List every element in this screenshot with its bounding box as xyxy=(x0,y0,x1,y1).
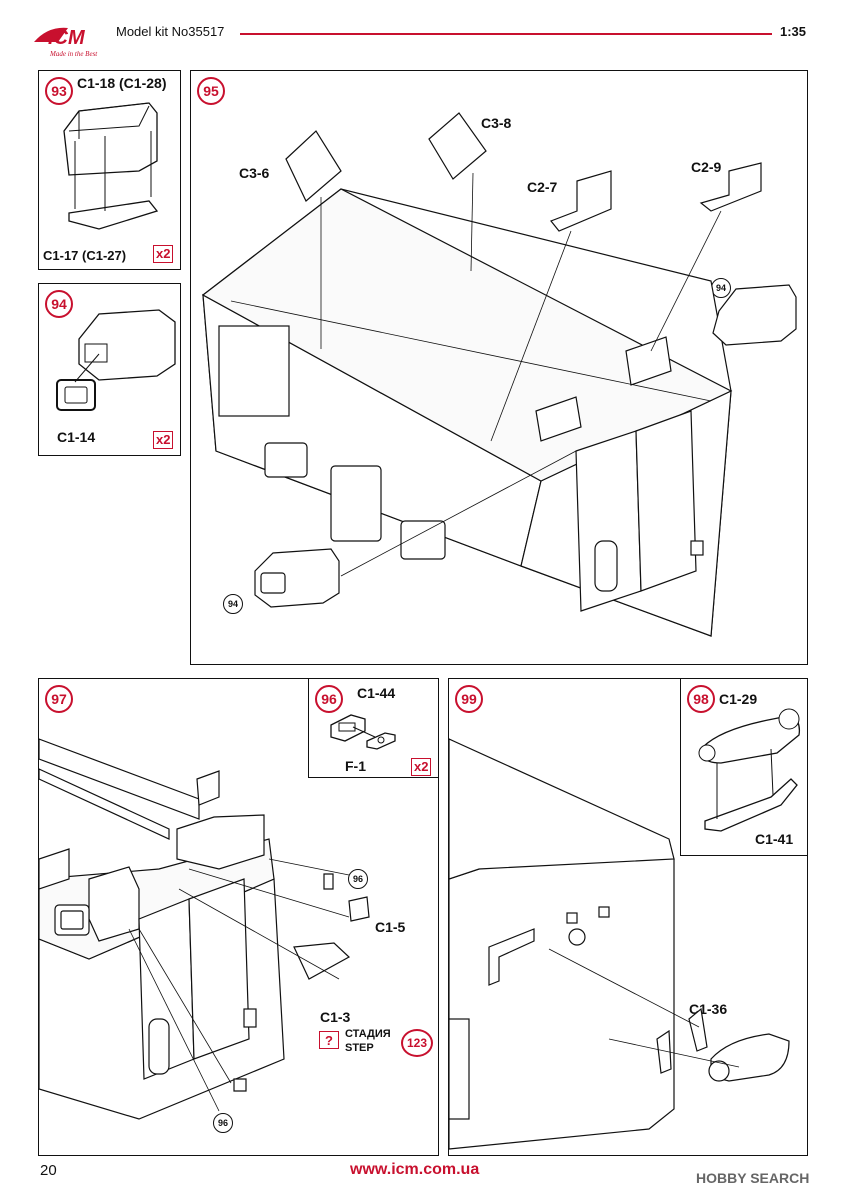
header-rule xyxy=(240,33,772,35)
part-label-c2-7: C2-7 xyxy=(527,179,558,195)
stage-question-box: ? xyxy=(319,1031,339,1049)
quantity-badge: x2 xyxy=(153,431,174,449)
panel-step-98: 98 C1-29 C1-41 xyxy=(680,678,808,856)
panel-step-94: 94 C1-14 x2 xyxy=(38,283,181,456)
step-badge-98: 98 xyxy=(687,685,715,713)
ref-badge-96: 96 xyxy=(213,1113,233,1133)
stage-label-en: STEP xyxy=(345,1042,374,1054)
part-label-c1-17: C1-17 (C1-27) xyxy=(43,248,127,263)
part-label-c2-9: C2-9 xyxy=(691,159,722,175)
ref-badge-94: 94 xyxy=(223,594,243,614)
part-drawing-94 xyxy=(56,309,176,411)
panel-step-97: 97 96 C1-5 C1-3 ? СТАДИЯ STEP 123 96 xyxy=(38,678,439,1156)
part-label-c1-41: C1-41 xyxy=(755,831,794,847)
step-badge-96: 96 xyxy=(315,685,343,713)
part-label-c3-6: C3-6 xyxy=(239,165,270,181)
part-drawing-93 xyxy=(63,102,159,230)
panel-step-93: 93 C1-18 (C1-28) C1-17 (C1-27) x2 xyxy=(38,70,181,270)
website-link[interactable]: www.icm.com.ua xyxy=(350,1161,480,1178)
part-label-c1-29: C1-29 xyxy=(719,691,758,707)
truck-rear-drawing xyxy=(39,738,370,1120)
step-badge-99: 99 xyxy=(455,685,483,713)
part-label-c1-44: C1-44 xyxy=(357,685,396,701)
step-badge-95: 95 xyxy=(197,77,225,105)
part-label-c1-3: C1-3 xyxy=(320,1009,351,1025)
step-badge-94: 94 xyxy=(45,290,73,318)
part-drawing-96 xyxy=(330,714,396,750)
part-drawing-98 xyxy=(698,708,801,832)
stage-label-ru: СТАДИЯ xyxy=(345,1028,391,1040)
part-label-c3-8: C3-8 xyxy=(481,115,512,131)
page-number: 20 xyxy=(40,1162,57,1179)
watermark: HOBBY SEARCH xyxy=(696,1170,810,1186)
truck-body-drawing xyxy=(201,112,797,637)
part-label-c1-5: C1-5 xyxy=(375,919,406,935)
part-label-f-1: F-1 xyxy=(345,758,366,774)
icm-logo: ICM Made in the Best xyxy=(28,20,110,60)
part-label-c1-18: C1-18 (C1-28) xyxy=(77,75,167,91)
panel-step-99: 99 C1-36 C1-36 xyxy=(448,678,808,1156)
scale-label: 1:35 xyxy=(780,24,807,39)
kit-title: Model kit No35517 xyxy=(116,24,225,39)
truck-side-drawing xyxy=(449,738,790,1150)
ref-badge-96: 96 xyxy=(348,869,368,889)
panel-step-96: 96 C1-44 F-1 x2 xyxy=(308,678,439,778)
svg-text:Made in the Best: Made in the Best xyxy=(49,50,98,58)
step-badge-97: 97 xyxy=(45,685,73,713)
svg-text:ICM: ICM xyxy=(48,27,86,49)
part-label-c1-14: C1-14 xyxy=(57,429,96,445)
panel-step-95: 95 C3-6 C3-8 C2-7 C2-9 94 94 xyxy=(190,70,808,665)
quantity-badge: x2 xyxy=(411,758,432,776)
step-badge-93: 93 xyxy=(45,77,73,105)
quantity-badge: x2 xyxy=(153,245,174,263)
step-badge-123: 123 xyxy=(401,1029,433,1057)
